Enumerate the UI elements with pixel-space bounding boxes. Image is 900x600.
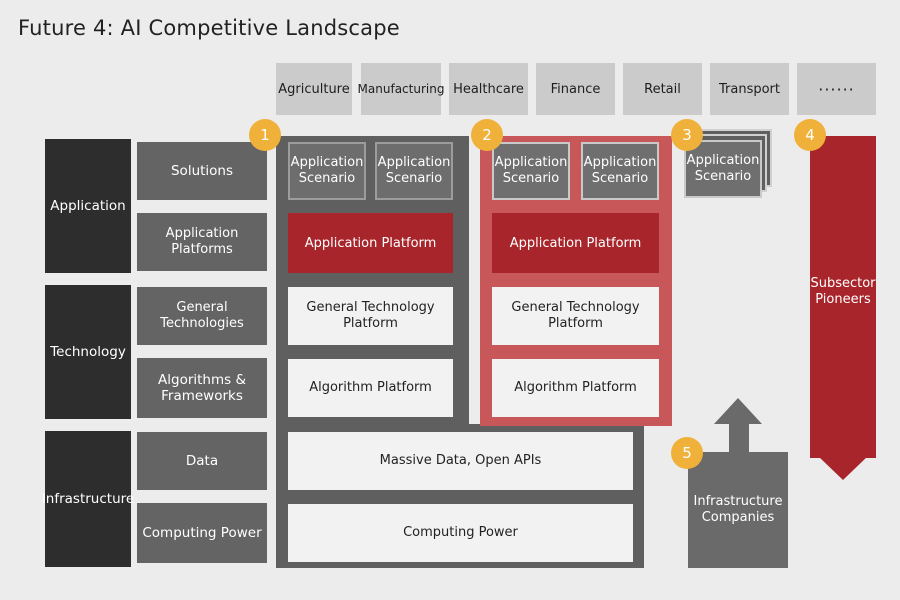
- player2-general-technology-platform: General Technology Platform: [492, 287, 659, 345]
- badge-1: 1: [249, 119, 281, 151]
- sublayer-data: Data: [137, 432, 267, 490]
- infrastructure-companies: Infrastructure Companies: [688, 452, 788, 568]
- badge-3: 3: [671, 119, 703, 151]
- industry-more: ······: [797, 63, 876, 115]
- badge-2: 2: [471, 119, 503, 151]
- player3-scenario: Application Scenario: [684, 140, 762, 198]
- player2-scenario-b: Application Scenario: [581, 142, 659, 200]
- player1-application-platform: Application Platform: [288, 213, 453, 273]
- layer-application: Application: [45, 139, 131, 273]
- player2-application-platform: Application Platform: [492, 213, 659, 273]
- subsector-pioneers-arrow: [810, 136, 876, 458]
- industry-transport: Transport: [710, 63, 789, 115]
- player1-computing-power: Computing Power: [288, 504, 633, 562]
- industry-manufacturing: Manufacturing: [358, 63, 444, 115]
- sublayer-application-platforms: Application Platforms: [137, 213, 267, 271]
- industry-agriculture: Agriculture: [276, 63, 352, 115]
- layer-infrastructure: Infrastructure: [42, 431, 134, 567]
- infrastructure-arrow-shaft: [729, 422, 749, 454]
- player1-general-technology-platform: General Technology Platform: [288, 287, 453, 345]
- sublayer-computing-power: Computing Power: [137, 503, 267, 563]
- badge-4: 4: [794, 119, 826, 151]
- player1-scenario-a: Application Scenario: [288, 142, 366, 200]
- player1-massive-data: Massive Data, Open APIs: [288, 432, 633, 490]
- industry-healthcare: Healthcare: [449, 63, 528, 115]
- industry-finance: Finance: [536, 63, 615, 115]
- sublayer-algorithms-frameworks: Algorithms & Frameworks: [137, 358, 267, 418]
- player1-scenario-b: Application Scenario: [375, 142, 453, 200]
- player2-scenario-a: Application Scenario: [492, 142, 570, 200]
- sublayer-general-technologies: General Technologies: [137, 287, 267, 345]
- infrastructure-arrowhead-icon: [714, 398, 762, 424]
- badge-5: 5: [671, 437, 703, 469]
- sublayer-solutions: Solutions: [137, 142, 267, 200]
- subsector-pioneers-label: Subsector Pioneers: [810, 276, 876, 307]
- layer-technology: Technology: [45, 285, 131, 419]
- industry-retail: Retail: [623, 63, 702, 115]
- page-title: Future 4: AI Competitive Landscape: [18, 16, 400, 40]
- subsector-pioneers-arrowhead-icon: [818, 456, 868, 480]
- player1-algorithm-platform: Algorithm Platform: [288, 359, 453, 417]
- player2-algorithm-platform: Algorithm Platform: [492, 359, 659, 417]
